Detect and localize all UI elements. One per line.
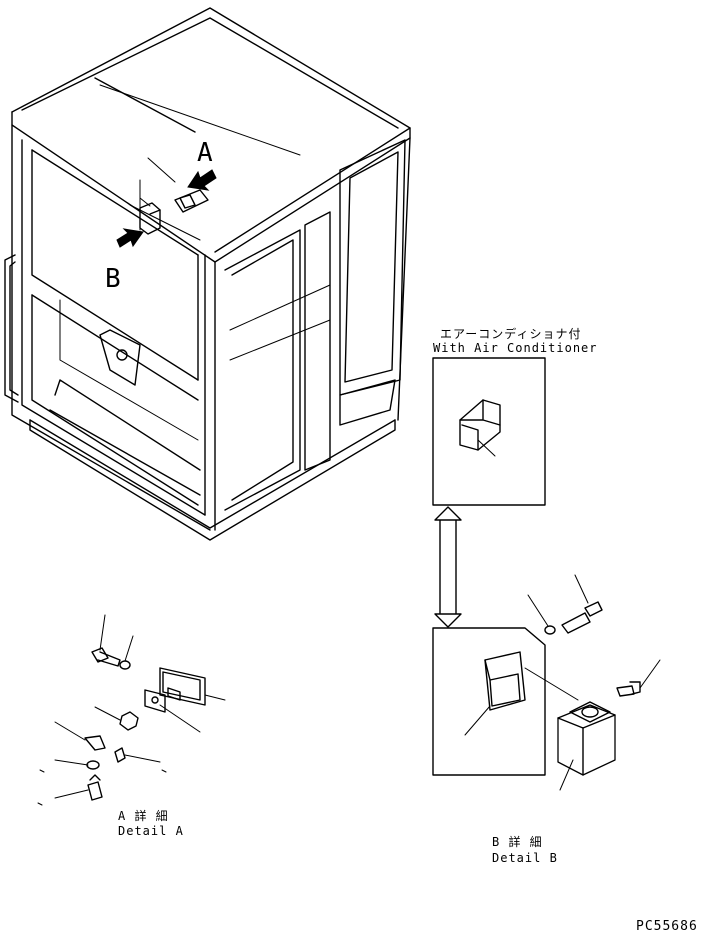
- detail-b-illustration: [432, 574, 661, 791]
- operator-cab-illustration: [4, 7, 411, 541]
- detail-a-label-en: Detail A: [118, 824, 184, 838]
- ac-label-en: With Air Conditioner: [433, 341, 598, 355]
- arrow-b-icon: [116, 228, 144, 248]
- drawing-code: PC55686: [636, 919, 698, 934]
- ac-label-jp: エアーコンディショナ付: [440, 326, 581, 341]
- detail-b-label-en: Detail B: [492, 851, 558, 865]
- detail-b-label-jp: B 詳 細: [492, 834, 543, 849]
- callout-a: A: [197, 138, 213, 168]
- callout-b: B: [105, 264, 121, 294]
- double-arrow-icon: [434, 506, 462, 628]
- arrow-a-icon: [187, 169, 217, 191]
- detail-a-label-jp: A 詳 細: [118, 808, 169, 823]
- detail-a-illustration: [37, 614, 226, 806]
- ac-variant-box: [432, 357, 546, 506]
